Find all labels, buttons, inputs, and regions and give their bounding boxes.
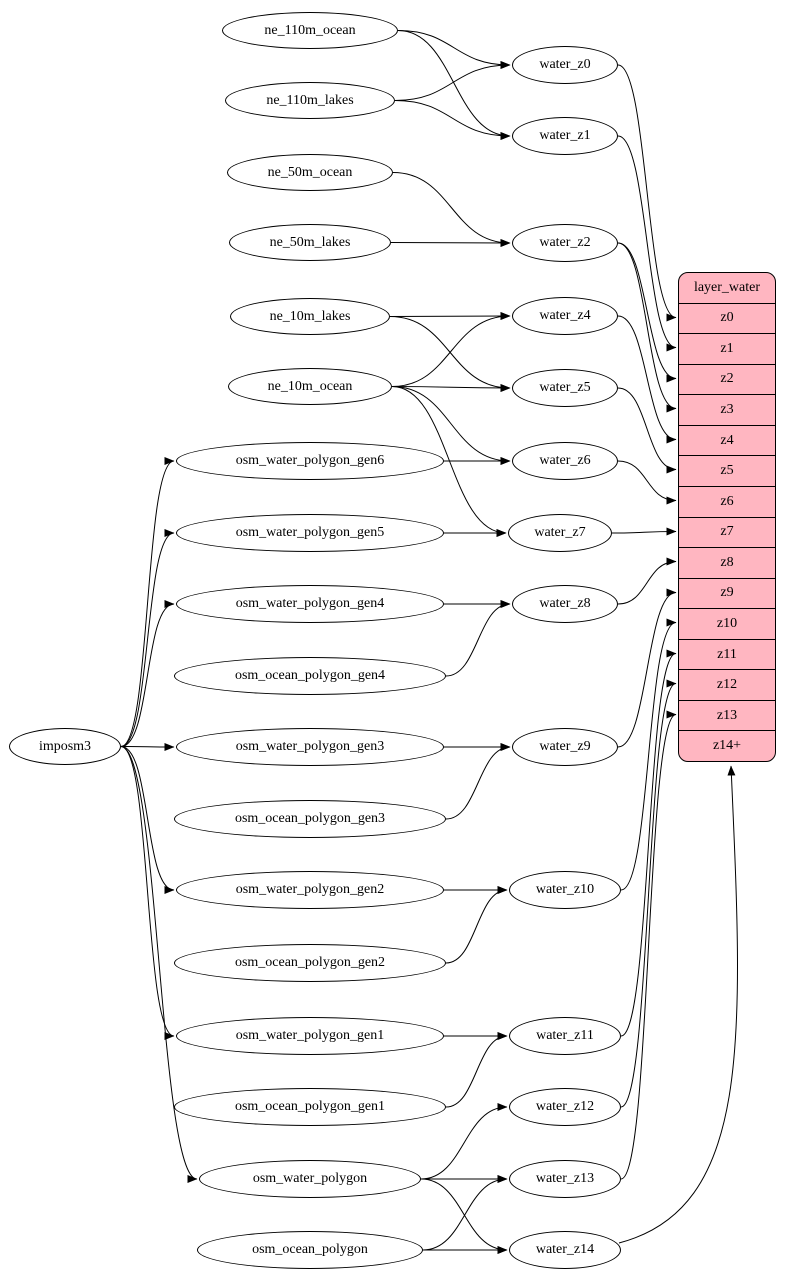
edge-ne_110m_lakes-to-water_z1: [394, 100, 511, 140]
node-osm-water-polygon-gen1: osm_water_polygon_gen1: [176, 1017, 444, 1055]
layer-water-row-z8: z8: [679, 547, 775, 578]
edge-osm_water_polygon-to-water_z12: [420, 1103, 508, 1180]
layer-water-row-z12: z12: [679, 669, 775, 700]
edge-water_z4-to-z4: [617, 315, 677, 444]
node-water-z4: water_z4: [512, 297, 618, 335]
edge-osm_water_polygon-to-water_z14: [420, 1178, 508, 1254]
node-water-z0: water_z0: [512, 46, 618, 84]
layer-water-row-z9: z9: [679, 577, 775, 609]
layer-water-row-z11: z11: [679, 638, 775, 670]
edge-ne_10m_lakes-to-water_z4: [389, 312, 511, 321]
edge-osm_ocean_polygon-to-water_z13: [422, 1175, 508, 1251]
node-water-z7: water_z7: [508, 514, 612, 552]
edge-ne_110m_ocean-to-water_z0: [397, 30, 511, 69]
edge-water_z2-to-z2: [617, 242, 677, 383]
edge-water_z8-to-z8: [617, 557, 677, 605]
layer-water-row-z1: z1: [679, 333, 775, 364]
edge-osm_ocean_polygon_gen4-to-water_z8: [445, 600, 511, 677]
node-imposm3: imposm3: [9, 728, 121, 765]
edge-ne_110m_lakes-to-water_z0: [394, 61, 511, 101]
node-water-z14: water_z14: [509, 1231, 621, 1269]
layer-water-table: layer_water z0 z1 z2 z3 z4 z5 z6 z7 z8 z…: [678, 272, 776, 762]
edge-ne_10m_ocean-to-water_z4: [391, 312, 511, 387]
edge-imposm3-to-osm_water_polygon_gen1: [120, 746, 175, 1040]
node-water-z5: water_z5: [512, 369, 618, 407]
edge-water_z1-to-z1: [617, 135, 677, 352]
layer-water-row-z6: z6: [679, 485, 775, 517]
edge-osm_ocean_polygon_gen3-to-water_z9: [445, 743, 511, 820]
node-water-z2: water_z2: [512, 224, 618, 262]
node-water-z9: water_z9: [512, 728, 618, 766]
node-ne-110m-ocean: ne_110m_ocean: [222, 12, 398, 49]
edge-imposm3-to-osm_water_polygon_gen3: [120, 742, 175, 751]
node-osm-water-polygon-gen4: osm_water_polygon_gen4: [176, 585, 444, 623]
edge-imposm3-to-osm_water_polygon_gen6: [120, 457, 175, 747]
edge-imposm3-to-osm_water_polygon_gen5: [120, 529, 175, 747]
edge-ne_10m_ocean-to-water_z5: [391, 383, 511, 392]
node-osm-ocean-polygon-gen1: osm_ocean_polygon_gen1: [174, 1088, 446, 1126]
node-osm-ocean-polygon: osm_ocean_polygon: [197, 1231, 423, 1269]
edge-ne_110m_ocean-to-water_z1: [397, 30, 511, 140]
node-water-z1: water_z1: [512, 117, 618, 155]
node-water-z10: water_z10: [509, 871, 621, 909]
layer-water-title: layer_water: [693, 279, 761, 295]
edge-water_z11-to-z11: [620, 649, 677, 1037]
node-ne-10m-ocean: ne_10m_ocean: [228, 368, 392, 405]
layer-water-row-z5: z5: [679, 455, 775, 486]
node-osm-water-polygon: osm_water_polygon: [199, 1160, 421, 1198]
node-ne-50m-ocean: ne_50m_ocean: [227, 154, 393, 191]
layer-water-row-z10: z10: [679, 608, 775, 639]
node-water-z13: water_z13: [509, 1160, 621, 1198]
edge-osm_ocean_polygon_gen1-to-water_z11: [445, 1032, 508, 1108]
layer-water-row-z4: z4: [679, 424, 775, 456]
layer-water-row-z0: z0: [679, 302, 775, 334]
layer-water-row-z7: z7: [679, 516, 775, 548]
layer-water-row-z2: z2: [679, 363, 775, 395]
edge-water_z12-to-z12: [620, 679, 677, 1108]
node-ne-50m-lakes: ne_50m_lakes: [229, 224, 391, 261]
node-osm-ocean-polygon-gen4: osm_ocean_polygon_gen4: [174, 657, 446, 695]
node-ne-110m-lakes: ne_110m_lakes: [225, 82, 395, 119]
node-osm-water-polygon-gen3: osm_water_polygon_gen3: [176, 728, 444, 766]
node-water-z6: water_z6: [512, 442, 618, 480]
edge-water_z9-to-z9: [617, 588, 677, 748]
edge-imposm3-to-osm_water_polygon_gen2: [120, 746, 175, 894]
node-osm-water-polygon-gen5: osm_water_polygon_gen5: [176, 514, 444, 552]
layer-water-row-z13: z13: [679, 699, 775, 731]
edge-water_z10-to-z10: [620, 618, 677, 891]
edge-water_z2-to-z3: [617, 242, 677, 413]
node-osm-ocean-polygon-gen2: osm_ocean_polygon_gen2: [174, 944, 446, 982]
node-water-z8: water_z8: [512, 585, 618, 623]
edge-water_z6-to-z6: [617, 460, 677, 505]
edge-water_z7-to-z7: [611, 527, 677, 536]
edge-ne_50m_lakes-to-water_z2: [390, 238, 511, 247]
node-water-z11: water_z11: [509, 1017, 621, 1055]
layer-water-row-z3: z3: [679, 394, 775, 425]
node-ne-10m-lakes: ne_10m_lakes: [230, 298, 390, 335]
edge-ne_50m_ocean-to-water_z2: [392, 172, 511, 247]
node-osm-ocean-polygon-gen3: osm_ocean_polygon_gen3: [174, 800, 446, 838]
edge-imposm3-to-osm_water_polygon_gen4: [120, 600, 175, 747]
edge-water_z0-to-z0: [617, 64, 677, 322]
node-osm-water-polygon-gen2: osm_water_polygon_gen2: [176, 871, 444, 909]
node-water-z12: water_z12: [509, 1088, 621, 1126]
edge-water_z5-to-z5: [617, 387, 677, 474]
node-osm-water-polygon-gen6: osm_water_polygon_gen6: [176, 442, 444, 480]
edge-water_z14-to-z14+: [618, 765, 738, 1244]
edge-water_z13-to-z13: [620, 710, 677, 1180]
edge-osm_ocean_polygon_gen2-to-water_z10: [445, 886, 508, 964]
layer-water-row-z14p: z14+: [679, 730, 775, 761]
edge-ne_10m_lakes-to-water_z5: [389, 316, 511, 392]
